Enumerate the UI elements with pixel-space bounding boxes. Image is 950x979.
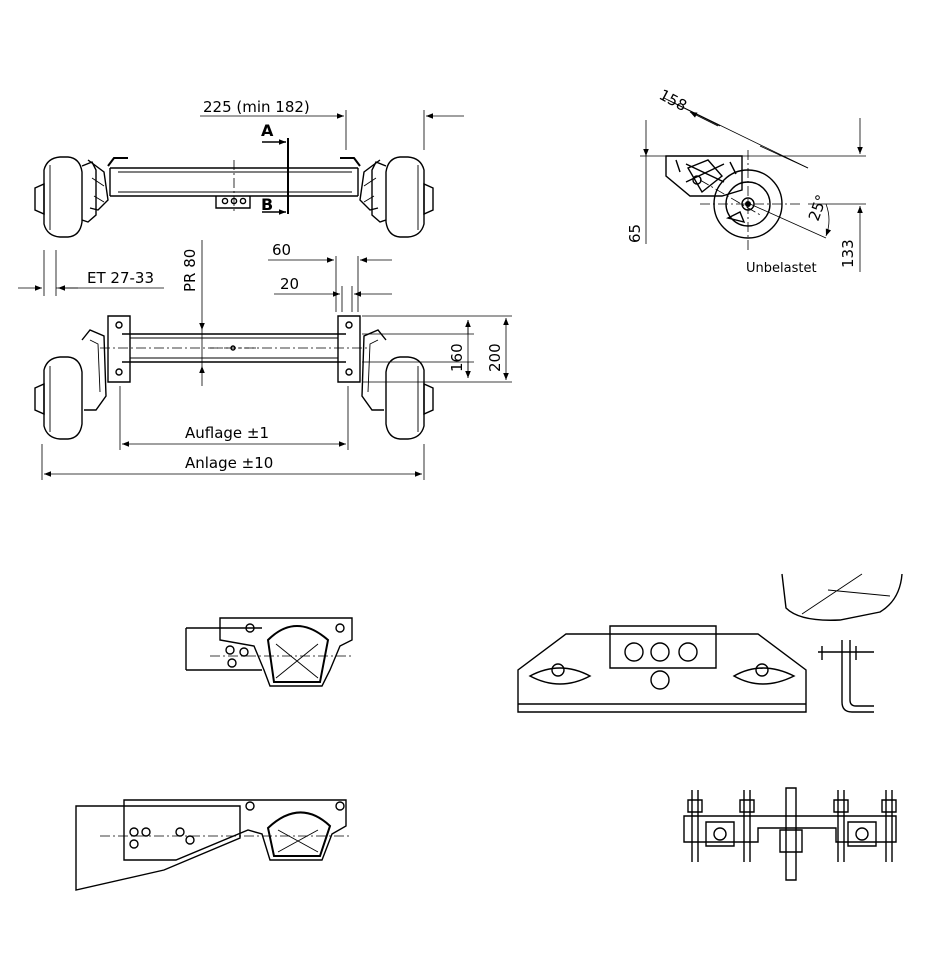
side-view-suspension: 65 133 158 25° Unbelastet <box>626 86 866 276</box>
detail-plate-slotted <box>517 573 903 713</box>
right-brake-drum-front <box>361 329 434 440</box>
dim-158-label: 158 <box>656 86 690 115</box>
unbelastet-label: Unbelastet <box>746 261 817 276</box>
detail-bracket-short <box>185 617 354 687</box>
left-brake-drum-top <box>34 156 109 238</box>
dim-20-label: 20 <box>280 275 299 293</box>
dim-pr-80-label: PR 80 <box>181 249 199 292</box>
dim-60-label: 60 <box>272 241 291 259</box>
left-brake-drum-front <box>34 329 107 440</box>
dim-133-label: 133 <box>839 239 857 268</box>
section-label-b: B <box>261 195 273 214</box>
axle-top-view: A B 225 (min 182) <box>34 98 464 238</box>
dim-200-label: 200 <box>486 343 504 372</box>
axle-front-view: PR 80 ET 27-33 60 20 160 200 Auflage ±1 … <box>18 240 512 480</box>
section-label-a: A <box>261 121 274 140</box>
right-brake-drum-top <box>359 156 434 238</box>
detail-u-bolts <box>683 787 897 881</box>
dim-25deg-label: 25° <box>805 192 831 223</box>
dim-160-label: 160 <box>448 343 466 372</box>
detail-bracket-long <box>75 799 352 891</box>
dim-et-label: ET 27-33 <box>87 269 154 287</box>
dim-anlage-label: Anlage ±10 <box>185 454 273 472</box>
dim-225-label: 225 (min 182) <box>203 98 310 116</box>
dim-65-label: 65 <box>626 224 644 243</box>
dim-auflage-label: Auflage ±1 <box>185 424 269 442</box>
